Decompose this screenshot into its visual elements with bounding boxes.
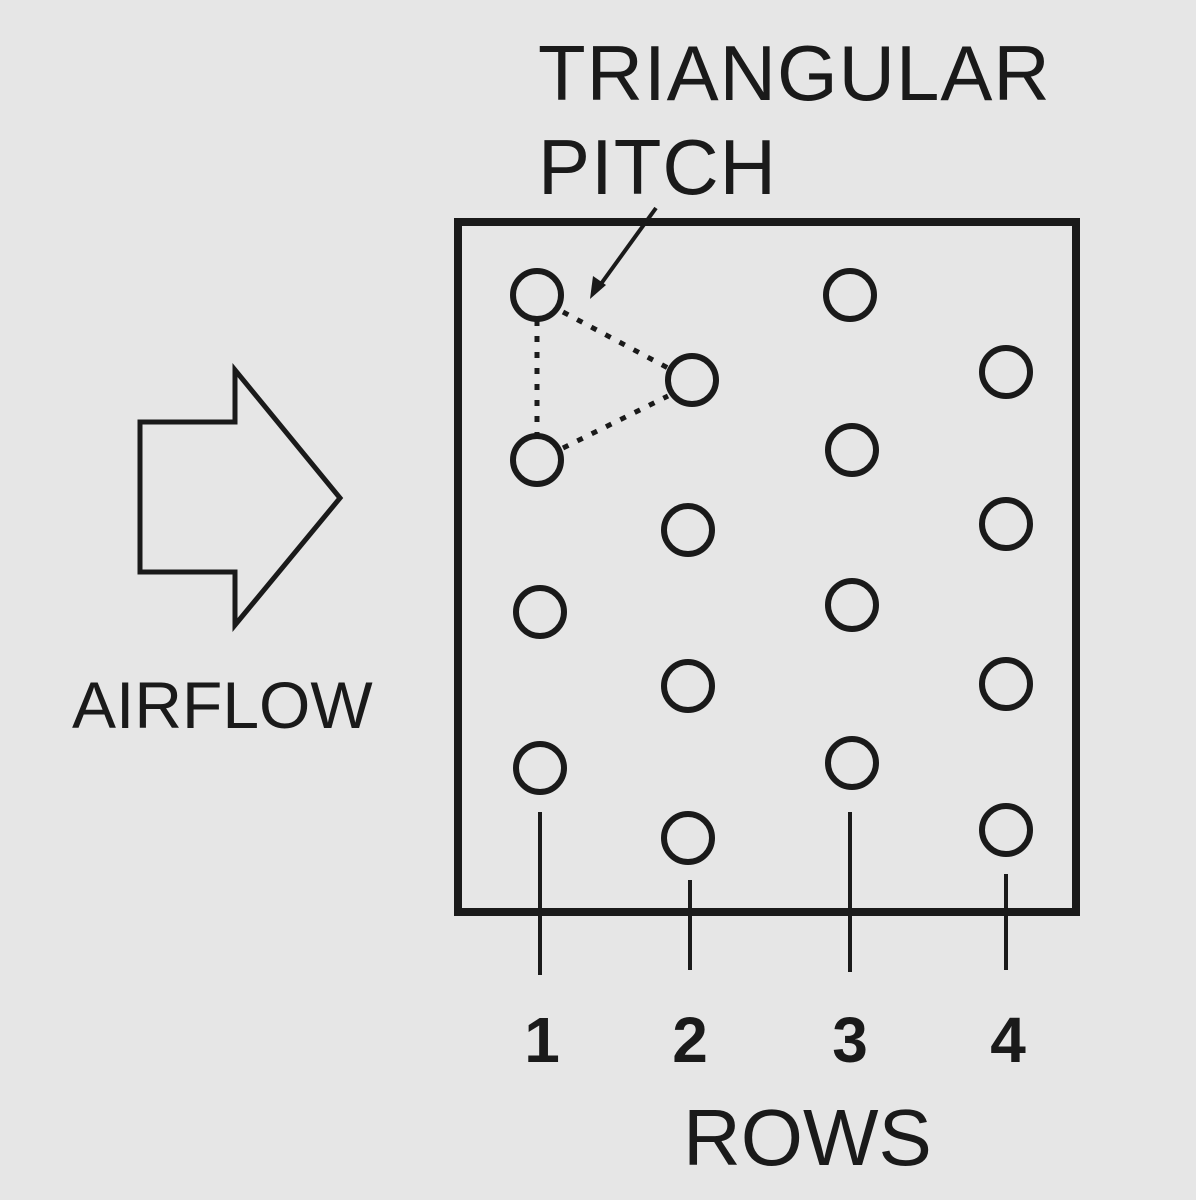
tube — [510, 433, 564, 487]
tube-row-2 — [661, 353, 719, 865]
airflow-label: AIRFLOW — [72, 668, 373, 742]
tube — [979, 345, 1033, 399]
title-line-1: TRIANGULAR — [538, 29, 1051, 117]
airflow-arrow-icon — [137, 363, 344, 632]
tube — [825, 578, 879, 632]
pitch-edge-2 — [561, 309, 670, 371]
triangular-pitch-triangle — [534, 309, 670, 451]
tube — [825, 423, 879, 477]
row-indicator-lines — [538, 812, 1008, 975]
tube — [661, 503, 715, 557]
tube-row-1 — [510, 268, 567, 795]
pitch-pointer-line — [596, 206, 658, 290]
tube — [661, 659, 715, 713]
pitch-edge-3 — [561, 393, 670, 451]
row-number-4: 4 — [990, 1004, 1026, 1076]
title-line-2: PITCH — [538, 123, 777, 211]
pitch-pointer-arrowhead-icon — [590, 276, 606, 299]
tube — [823, 268, 877, 322]
tube — [513, 741, 567, 795]
rows-label: ROWS — [683, 1093, 932, 1182]
row-number-3: 3 — [832, 1004, 868, 1076]
tube — [665, 353, 719, 407]
tube-row-4 — [979, 345, 1033, 857]
tube-row-3 — [823, 268, 879, 790]
tube — [510, 268, 564, 322]
tube — [513, 585, 567, 639]
tube — [825, 736, 879, 790]
tube — [979, 657, 1033, 711]
tube — [979, 497, 1033, 551]
row-number-1: 1 — [524, 1004, 560, 1076]
tube — [979, 803, 1033, 857]
tube-bank-box — [454, 218, 1080, 916]
tube — [661, 811, 715, 865]
row-number-2: 2 — [672, 1004, 708, 1076]
